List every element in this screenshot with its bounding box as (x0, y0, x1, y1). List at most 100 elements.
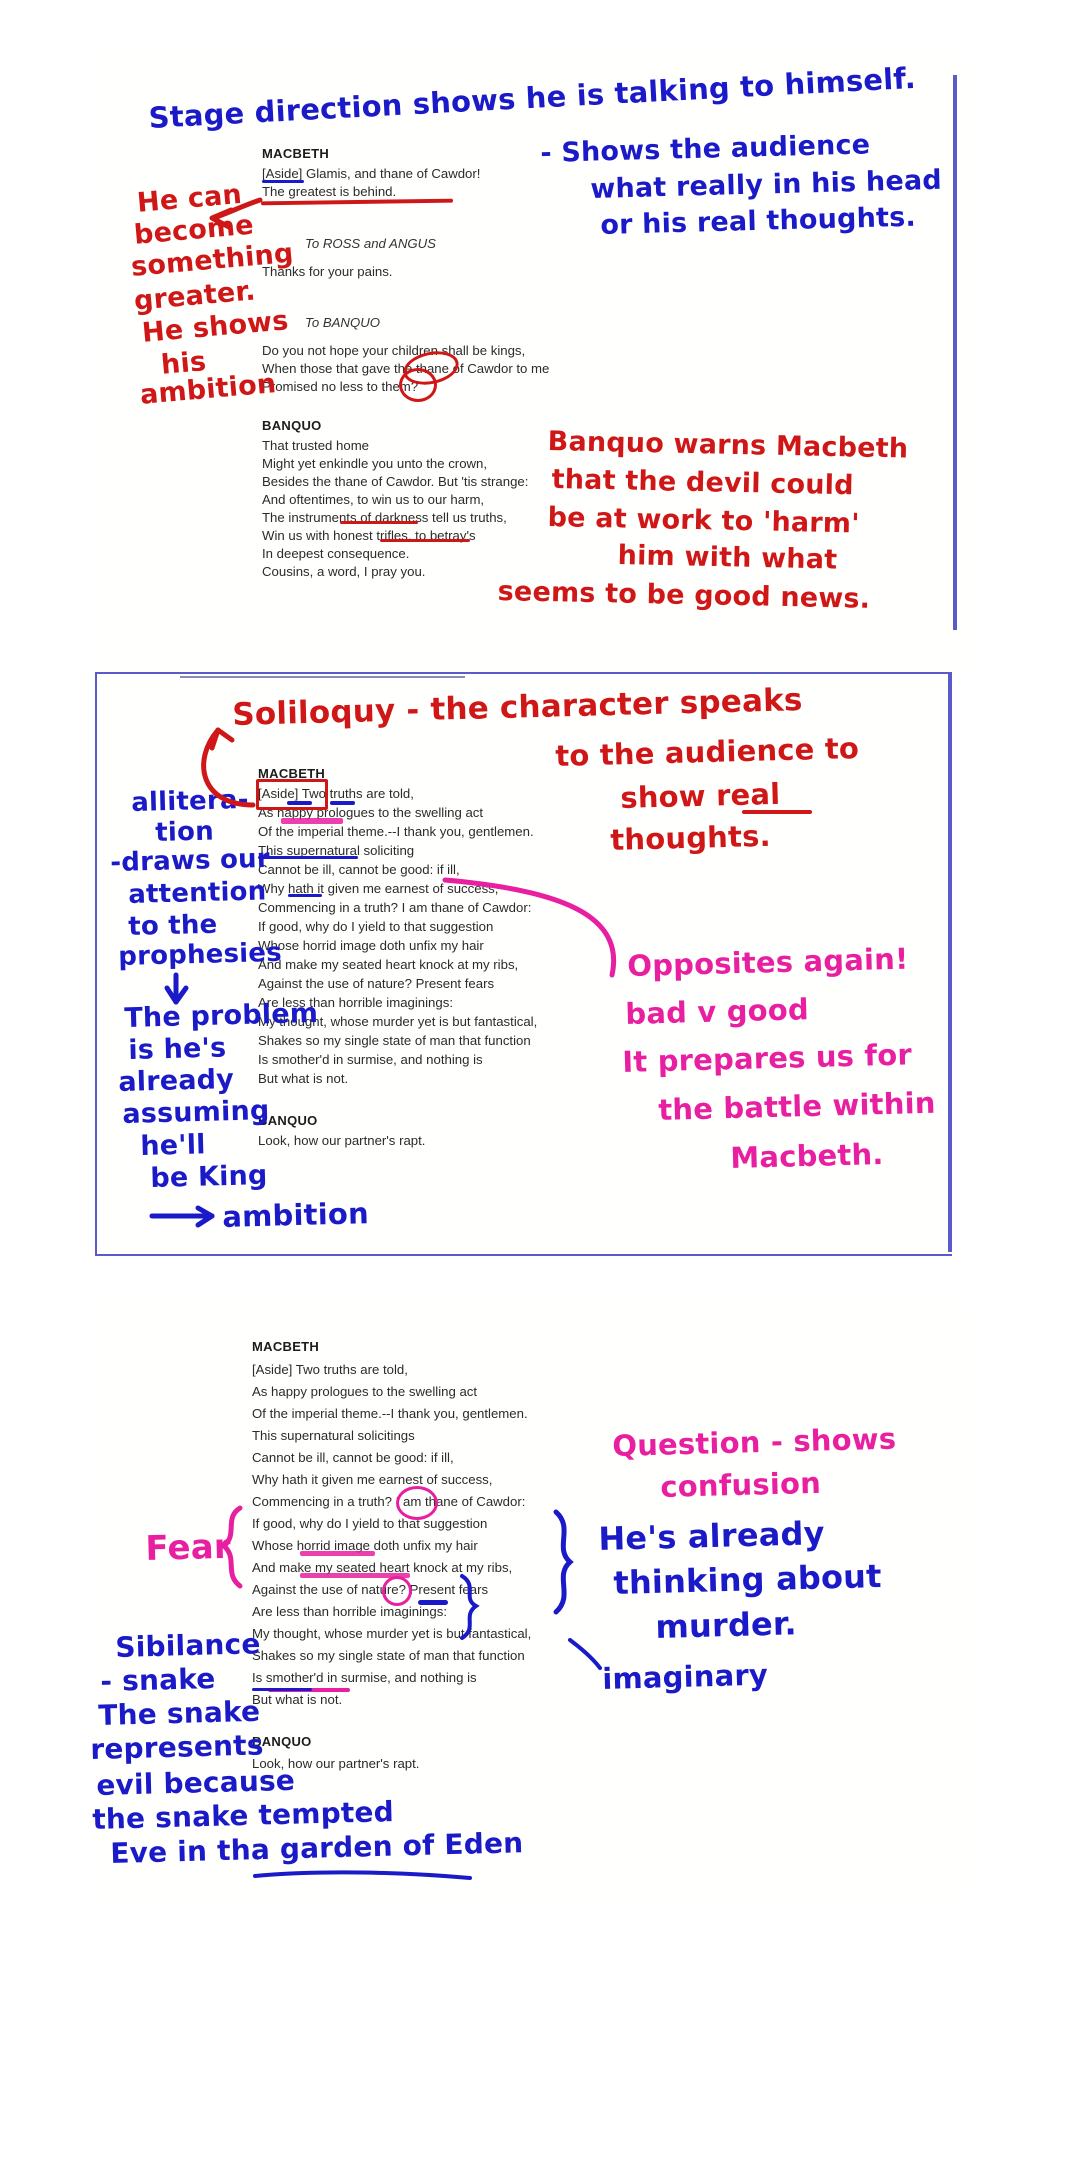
annotation-sibilance-line-6: the snake tempted (91, 1795, 395, 1836)
annotation-alliteration-line-3: -draws our (109, 843, 271, 878)
panel-2-banquo-line-1: Look, how our partner's rapt. (258, 1133, 426, 1148)
aside-box-mark (256, 779, 328, 810)
prologues-underline-mark (330, 801, 355, 805)
imperial-theme-highlight-mark (281, 818, 343, 824)
panel-1-line-4: Do you not hope your children shall be k… (262, 343, 526, 358)
real-underline-mark (742, 810, 812, 814)
annotation-soliloquy-line-4: thoughts. (609, 818, 772, 857)
panel-1-stage-direction-1: To ROSS and ANGUS (305, 236, 436, 251)
annotation-soliloquy-line-3: show real (619, 776, 781, 815)
annotation-problem-line-1: The problem (123, 997, 319, 1034)
panel-1 (90, 55, 970, 675)
happy-underline-mark (287, 801, 312, 805)
panel-3-line-5: Cannot be ill, cannot be good: if ill, (252, 1450, 454, 1465)
present-fears-dash-mark (418, 1600, 448, 1605)
panel-3-banquo-line-1: Look, how our partner's rapt. (252, 1756, 420, 1771)
annotation-banquo-warning-line-1: Banquo warns Macbeth (547, 426, 909, 465)
annotation-banquo-warning-line-3: be at work to 'harm' (547, 502, 860, 540)
them-circle-mark (399, 368, 437, 402)
panel-1-stage-direction-2: To BANQUO (305, 315, 380, 330)
truth-question-circle-mark (396, 1486, 438, 1520)
panel-2-line-7: Commencing in a truth? I am thane of Caw… (258, 900, 532, 915)
panel-2-right-rule (948, 672, 952, 1252)
betrays-underline-mark (380, 539, 470, 542)
panel-3-line-14: Shakes so my single state of man that fu… (252, 1648, 525, 1663)
annotation-banquo-warning-line-5: seems to be good news. (497, 576, 871, 615)
panel-3 (90, 1300, 970, 1900)
annotation-sibilance-line-2: - snake (99, 1661, 216, 1698)
panel-3-line-10: And make my seated heart knock at my rib… (252, 1560, 513, 1575)
panel-1-line-3: Thanks for your pains. (262, 264, 393, 279)
panel-1-banquo-line-6: Win us with honest trifles, to betray's (262, 528, 476, 543)
panel-1-banquo-line-3: Besides the thane of Cawdor. But 'tis st… (262, 474, 529, 489)
annotation-opposites-line-1: Opposites again! (626, 941, 909, 983)
annotation-imaginary-label: imaginary (601, 1657, 769, 1696)
annotation-question-line-1: Question - shows (611, 1421, 897, 1463)
annotation-opposites-line-4: the battle within (657, 1085, 936, 1127)
panel-1-line-1: [Aside] Glamis, and thane of Cawdor! (262, 166, 481, 181)
panel-2-speaker-banquo: BANQUO (258, 1113, 318, 1128)
panel-2-line-5: Cannot be ill, cannot be good: if ill, (258, 862, 460, 877)
annotation-alliteration-line-2: tion (154, 816, 215, 848)
but-what-is-not-underline-mark (252, 1688, 312, 1691)
panel-1-line-6: Promised no less to them? (262, 379, 419, 394)
darkness-underline-mark (340, 521, 418, 524)
annotation-problem-line-2: is he's (127, 1032, 227, 1066)
panel-3-line-3: Of the imperial theme.--I thank you, gen… (252, 1406, 528, 1421)
horrid-image-highlight-mark (300, 1551, 375, 1556)
panel-2-speaker-macbeth: MACBETH (258, 766, 326, 781)
panel-1-banquo-line-4: And oftentimes, to win us to our harm, (262, 492, 485, 507)
panel-3-line-2: As happy prologues to the swelling act (252, 1384, 478, 1399)
annotation-alliteration-line-5: to the (127, 909, 218, 942)
panel-2-line-6: Why hath it given me earnest of success, (258, 881, 499, 896)
annotation-sibilance-line-5: evil because (95, 1763, 296, 1802)
panel-3-line-7: Commencing in a truth? I am thane of Caw… (252, 1494, 526, 1509)
annotation-alliteration-line-1: allitera- (130, 784, 250, 818)
panel-1-banquo-line-5: The instruments of darkness tell us trut… (262, 510, 507, 525)
annotation-banquo-warning-line-4: him with what (617, 540, 838, 576)
panel-1-speaker-banquo: BANQUO (262, 418, 322, 433)
panel-2-line-10: And make my seated heart knock at my rib… (258, 957, 519, 972)
panel-3-line-6: Why hath it given me earnest of success, (252, 1472, 493, 1487)
panel-2-top-inner-rule (180, 676, 465, 678)
panel-3-line-11: Against the use of nature? Present fears (252, 1582, 489, 1597)
annotation-sibilance-line-3: The snake (97, 1694, 261, 1732)
annotation-murder-line-3: murder. (654, 1604, 798, 1646)
why-hath-underline-mark (288, 894, 322, 897)
annotation-murder-line-2: thinking about (612, 1556, 883, 1602)
panel-1-banquo-line-8: Cousins, a word, I pray you. (262, 564, 426, 579)
annotation-problem-line-5: he'll (139, 1129, 207, 1162)
annotation-opposites-line-3: It prepares us for (621, 1037, 913, 1079)
annotation-ambition-arrow-label: ambition (221, 1196, 370, 1234)
annotation-banquo-warning-line-2: that the devil could (551, 464, 854, 502)
annotation-alliteration-line-4: attention (127, 876, 267, 910)
annotation-sibilance-line-4: represents (89, 1728, 265, 1766)
panel-1-speaker-macbeth: MACBETH (262, 146, 330, 161)
panel-2-line-12: Are less than horrible imaginings: (258, 995, 453, 1010)
annotation-murder-line-1: He's already (597, 1514, 826, 1558)
panel-2-line-9: Whose horrid image doth unfix my hair (258, 938, 484, 953)
annotation-question-line-2: confusion (659, 1465, 822, 1504)
panel-3-line-16: But what is not. (252, 1692, 343, 1707)
panel-1-line-2: The greatest is behind. (262, 184, 397, 199)
panel-1-banquo-line-7: In deepest consequence. (262, 546, 410, 561)
panel-3-line-9: Whose horrid image doth unfix my hair (252, 1538, 478, 1553)
annotation-opposites-line-2: bad v good (624, 992, 810, 1031)
annotation-problem-line-3: already (117, 1063, 235, 1098)
seated-heart-highlight-mark (300, 1573, 410, 1578)
panel-2-line-14: Shakes so my single state of man that fu… (258, 1033, 531, 1048)
annotation-problem-line-6: be King (149, 1159, 268, 1194)
panel-1-right-rule (953, 75, 957, 630)
panel-2-line-8: If good, why do I yield to that suggesti… (258, 919, 494, 934)
panel-2-line-15: Is smother'd in surmise, and nothing is (258, 1052, 483, 1067)
annotation-sibilance-line-1: Sibilance (114, 1627, 261, 1664)
panel-3-speaker-banquo: BANQUO (252, 1734, 312, 1749)
panel-2-line-16: But what is not. (258, 1071, 349, 1086)
annotation-fear-label: Fear (144, 1526, 232, 1569)
cannot-be-ill-underline-mark (258, 856, 358, 859)
panel-3-line-1: [Aside] Two truths are told, (252, 1362, 408, 1377)
annotation-problem-line-4: assuming (121, 1095, 270, 1130)
panel-1-banquo-line-1: That trusted home (262, 438, 370, 453)
panel-2-line-1: [Aside] Two truths are told, (258, 786, 414, 801)
panel-3-line-8: If good, why do I yield to that suggesti… (252, 1516, 488, 1531)
